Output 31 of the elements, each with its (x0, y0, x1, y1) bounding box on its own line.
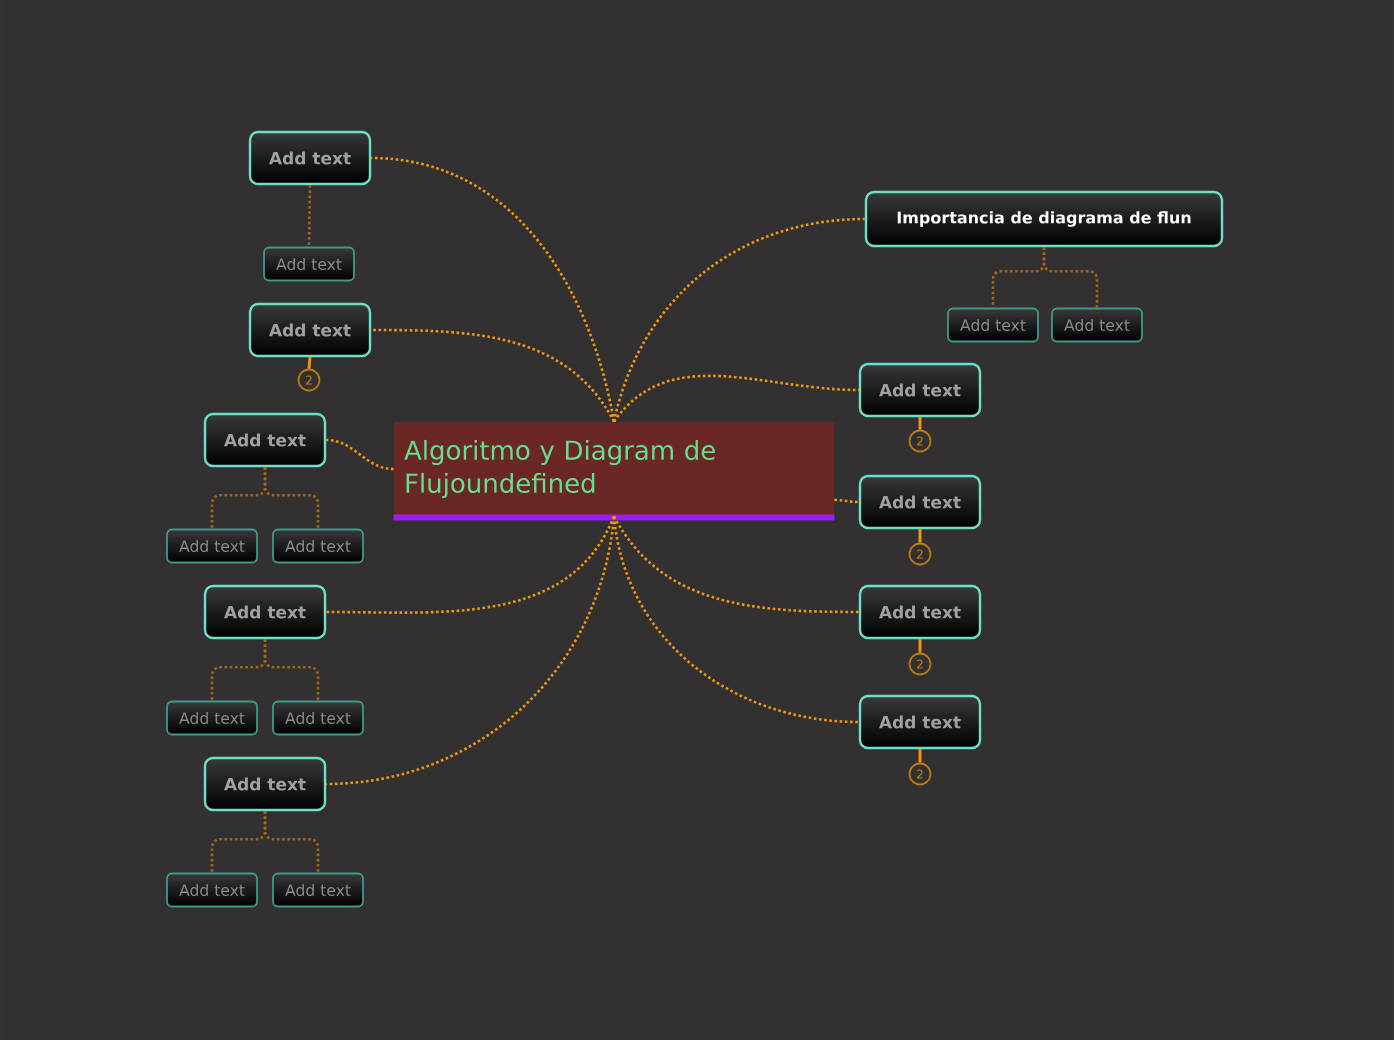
subtopic-box: Add text (858, 362, 982, 418)
subtopic-box: Add text (203, 756, 327, 812)
subtopic-box: Importancia de diagrama de flun (864, 190, 1224, 248)
connector (307, 185, 312, 247)
connector (371, 156, 616, 422)
connector (307, 357, 312, 369)
subtopic-box: Add text (248, 302, 372, 358)
connector (613, 374, 859, 423)
subtopic-box: Add text (858, 694, 982, 750)
connector (612, 516, 859, 724)
subtopic-box: Add text (858, 584, 982, 640)
topic-box: Algoritmo y Diagram de Flujoundefined (393, 422, 835, 521)
subtopic-box: Add text (858, 474, 982, 530)
connector (263, 467, 320, 529)
subtopic-box: Add text (203, 584, 327, 640)
connector (1042, 247, 1099, 308)
connector (263, 639, 320, 701)
connector (918, 639, 922, 653)
connector (612, 217, 865, 422)
connector (326, 516, 616, 786)
subtopic-box: Add text (203, 412, 327, 468)
connector (371, 328, 616, 423)
connector (918, 749, 922, 763)
connector (918, 529, 922, 543)
connector (263, 811, 320, 873)
connector (326, 438, 394, 471)
connector (834, 498, 859, 504)
subtopic-box: Add text (248, 130, 372, 186)
connector (612, 515, 859, 614)
connector (326, 515, 616, 614)
connector (918, 417, 922, 430)
